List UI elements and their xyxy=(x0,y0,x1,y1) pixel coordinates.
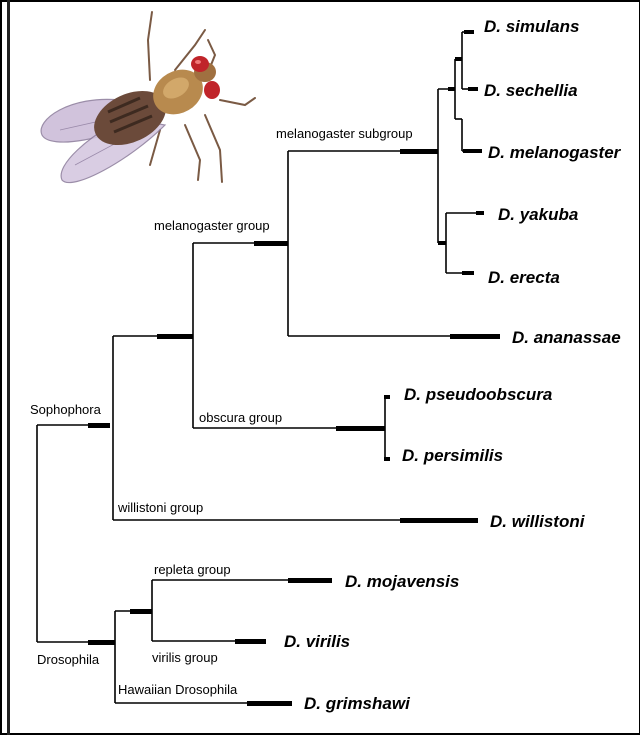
species-melanogaster: D. melanogaster xyxy=(488,143,622,162)
willistoni-group-label: willistoni group xyxy=(117,500,203,515)
drosophila-label: Drosophila xyxy=(37,652,100,667)
virilis-group-label: virilis group xyxy=(152,650,218,665)
hawaiian-drosophila-label: Hawaiian Drosophila xyxy=(118,682,238,697)
species-simulans: D. simulans xyxy=(484,17,579,36)
species-grimshawi: D. grimshawi xyxy=(304,694,411,713)
species-willistoni: D. willistoni xyxy=(490,512,586,531)
species-persimilis: D. persimilis xyxy=(402,446,503,465)
repleta-group-label: repleta group xyxy=(154,562,231,577)
species-ananassae: D. ananassae xyxy=(512,328,621,347)
species-yakuba: D. yakuba xyxy=(498,205,578,224)
sophophora-label: Sophophora xyxy=(30,402,102,417)
species-mojavensis: D. mojavensis xyxy=(345,572,459,591)
species-erecta: D. erecta xyxy=(488,268,560,287)
species-sechellia: D. sechellia xyxy=(484,81,578,100)
melanogaster-group-label: melanogaster group xyxy=(154,218,270,233)
fruit-fly-icon xyxy=(41,12,255,183)
species-virilis: D. virilis xyxy=(284,632,350,651)
species-pseudoobscura: D. pseudoobscura xyxy=(404,385,552,404)
melanogaster-subgroup-label: melanogaster subgroup xyxy=(276,126,413,141)
obscura-group-label: obscura group xyxy=(199,410,282,425)
